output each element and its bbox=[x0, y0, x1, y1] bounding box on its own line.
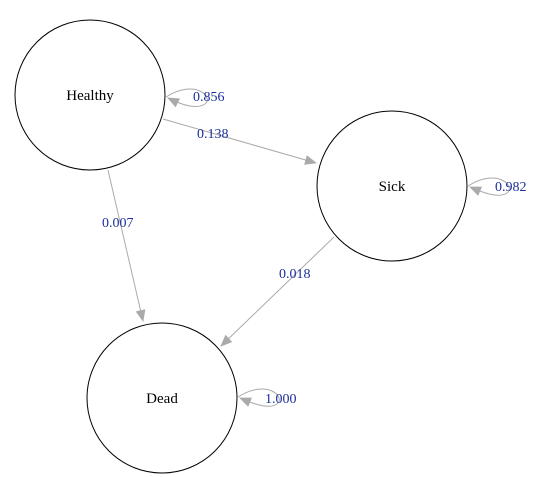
label-sick-sick: 0.982 bbox=[495, 180, 527, 195]
node-sick: Sick bbox=[316, 110, 468, 262]
label-dead-dead: 1.000 bbox=[265, 392, 297, 407]
node-healthy: Healthy bbox=[14, 19, 166, 171]
node-healthy-circle bbox=[14, 19, 166, 171]
edge-sick-dead bbox=[220, 236, 335, 347]
edges bbox=[107, 88, 510, 407]
node-dead-label: Dead bbox=[146, 391, 178, 407]
label-healthy-sick: 0.138 bbox=[197, 127, 229, 142]
edge-healthy-healthy bbox=[165, 88, 208, 108]
label-healthy-healthy: 0.856 bbox=[193, 90, 225, 105]
node-healthy-label: Healthy bbox=[66, 88, 114, 104]
node-dead-circle bbox=[86, 322, 238, 474]
edge-healthy-dead bbox=[107, 169, 146, 322]
edge-labels: 0.856 0.138 0.007 0.982 0.018 1.000 bbox=[102, 90, 527, 407]
label-healthy-dead: 0.007 bbox=[102, 216, 134, 231]
node-dead: Dead bbox=[86, 322, 238, 474]
edge-healthy-sick bbox=[162, 118, 317, 165]
node-sick-circle bbox=[316, 110, 468, 262]
edge-dead-dead bbox=[237, 388, 280, 407]
node-sick-label: Sick bbox=[379, 179, 406, 195]
edge-sick-sick bbox=[467, 177, 510, 196]
label-sick-dead: 0.018 bbox=[279, 267, 311, 282]
